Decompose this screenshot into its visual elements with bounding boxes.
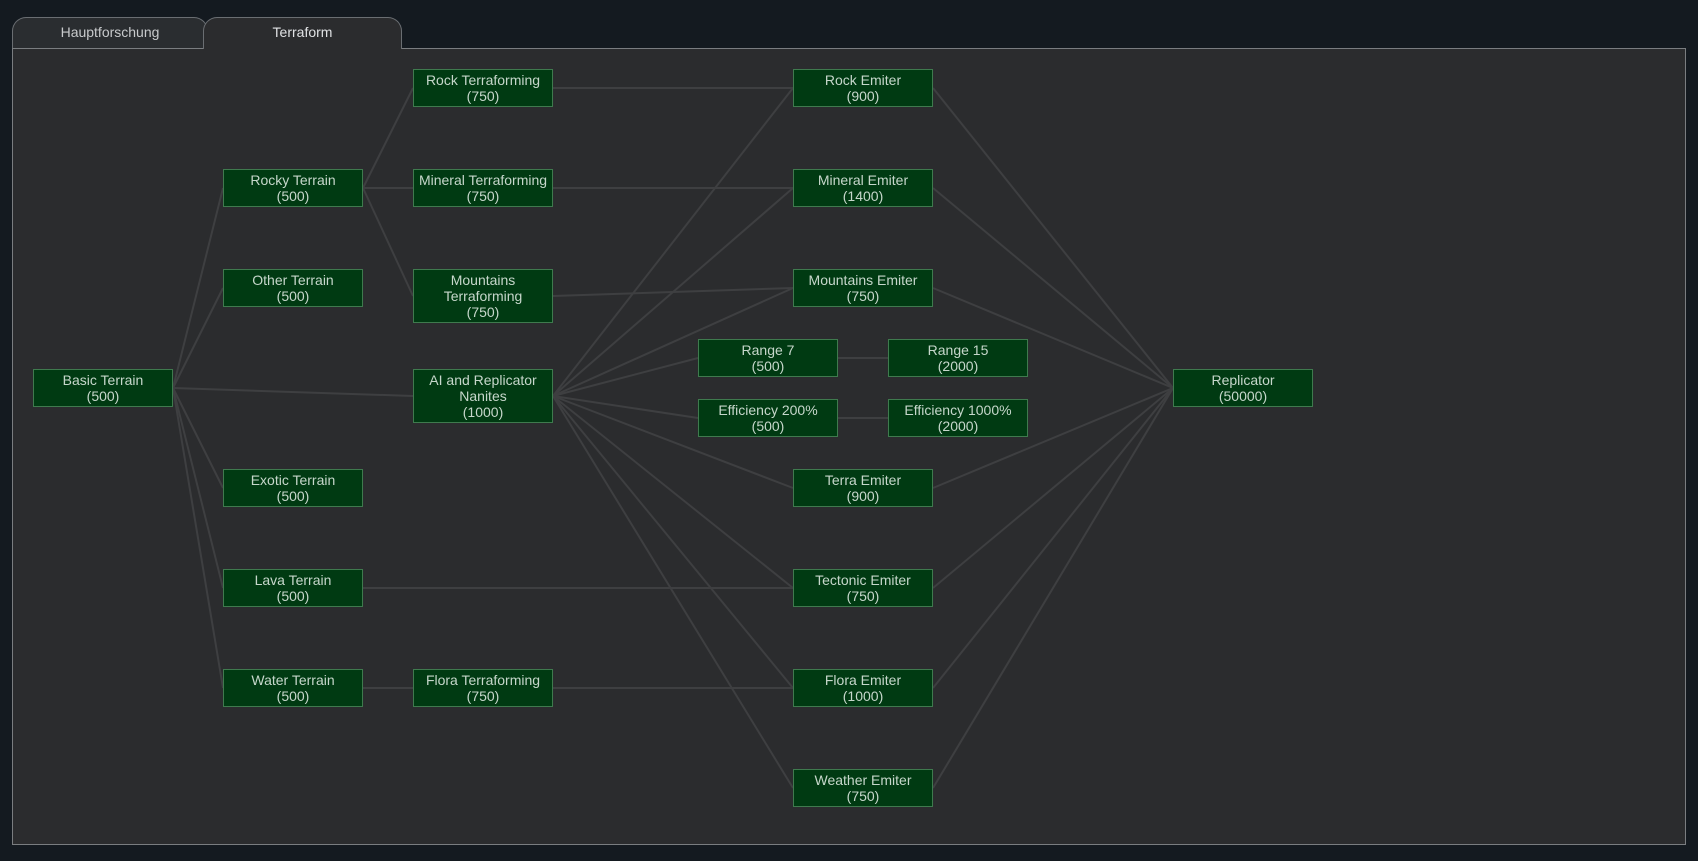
tech-node-exotic-terrain[interactable]: Exotic Terrain (500)	[223, 469, 363, 507]
tech-label: Range 15	[927, 342, 989, 358]
tech-cost: (900)	[846, 88, 880, 104]
tech-label: Lava Terrain	[254, 572, 332, 588]
tech-cost: (1400)	[842, 188, 884, 204]
tech-cost: (750)	[466, 688, 500, 704]
connection-ai-mountainsem	[552, 287, 794, 397]
tech-label: Range 7	[741, 342, 795, 358]
tech-label: Flora Emiter	[824, 672, 902, 688]
tech-cost: (500)	[276, 188, 310, 204]
connection-ai-range7	[552, 357, 699, 397]
tech-label: Rocky Terrain	[250, 172, 336, 188]
tech-cost: (750)	[466, 88, 500, 104]
tech-node-flora-emiter[interactable]: Flora Emiter (1000)	[793, 669, 933, 707]
tech-node-efficiency-1000[interactable]: Efficiency 1000% (2000)	[888, 399, 1028, 437]
connection-basic-water	[172, 387, 224, 689]
tech-label: Replicator	[1211, 372, 1275, 388]
tech-node-ai-replicator-nanites[interactable]: AI and Replicator Nanites (1000)	[413, 369, 553, 423]
tech-node-flora-terraforming[interactable]: Flora Terraforming (750)	[413, 669, 553, 707]
tech-label: Basic Terrain	[62, 372, 144, 388]
tech-node-mountains-emiter[interactable]: Mountains Emiter (750)	[793, 269, 933, 307]
tech-cost: (500)	[86, 388, 120, 404]
tech-label: Other Terrain	[252, 272, 334, 288]
connection-rockem-replicator	[932, 87, 1174, 389]
connection-ai-weatherem	[552, 395, 794, 789]
tech-tree-connections	[172, 87, 1174, 789]
connection-tectonicem-replicator	[932, 387, 1174, 589]
tech-label: Mountains Terraforming	[443, 272, 523, 304]
tech-node-other-terrain[interactable]: Other Terrain (500)	[223, 269, 363, 307]
tech-label: Tectonic Emiter	[815, 572, 911, 588]
tech-cost: (1000)	[462, 404, 504, 420]
tech-node-water-terrain[interactable]: Water Terrain (500)	[223, 669, 363, 707]
tech-node-mineral-terraforming[interactable]: Mineral Terraforming (750)	[413, 169, 553, 207]
tech-cost: (2000)	[937, 358, 979, 374]
tech-node-basic-terrain[interactable]: Basic Terrain (500)	[33, 369, 173, 407]
connection-basic-ai	[172, 387, 414, 397]
connection-rocky-rockterra	[362, 87, 414, 189]
tech-node-rock-terraforming[interactable]: Rock Terraforming (750)	[413, 69, 553, 107]
tech-cost: (750)	[466, 188, 500, 204]
tech-label: Terra Emiter	[824, 472, 902, 488]
tech-node-range-15[interactable]: Range 15 (2000)	[888, 339, 1028, 377]
tech-label: Mineral Emiter	[817, 172, 909, 188]
connection-ai-rockem	[552, 87, 794, 397]
connection-terraem-replicator	[932, 387, 1174, 489]
tech-node-range-7[interactable]: Range 7 (500)	[698, 339, 838, 377]
tech-label: Efficiency 1000%	[904, 402, 1012, 418]
tech-label: Efficiency 200%	[718, 402, 818, 418]
connection-weatherem-replicator	[932, 387, 1174, 789]
tech-node-terra-emiter[interactable]: Terra Emiter (900)	[793, 469, 933, 507]
tech-node-replicator[interactable]: Replicator (50000)	[1173, 369, 1313, 407]
connection-mineralem-replicator	[932, 187, 1174, 389]
connection-rocky-mountainsterra	[362, 187, 414, 297]
connection-ai-terraem	[552, 395, 794, 489]
tech-cost: (1000)	[842, 688, 884, 704]
tech-cost: (500)	[276, 488, 310, 504]
connection-basic-other	[172, 287, 224, 389]
tech-cost: (750)	[846, 288, 880, 304]
tech-node-mountains-terraforming[interactable]: Mountains Terraforming (750)	[413, 269, 553, 323]
tech-cost: (500)	[276, 688, 310, 704]
tech-label: Flora Terraforming	[425, 672, 541, 688]
tech-cost: (750)	[466, 304, 500, 320]
tech-node-weather-emiter[interactable]: Weather Emiter (750)	[793, 769, 933, 807]
tech-label: Water Terrain	[251, 672, 335, 688]
tech-label: AI and Replicator Nanites	[429, 372, 537, 404]
tech-node-rock-emiter[interactable]: Rock Emiter (900)	[793, 69, 933, 107]
tech-label: Exotic Terrain	[250, 472, 336, 488]
tech-cost: (500)	[276, 288, 310, 304]
connection-mountainsem-replicator	[932, 287, 1174, 389]
tech-node-rocky-terrain[interactable]: Rocky Terrain (500)	[223, 169, 363, 207]
tech-node-efficiency-200[interactable]: Efficiency 200% (500)	[698, 399, 838, 437]
connection-ai-floraem	[552, 395, 794, 689]
connection-basic-exotic	[172, 387, 224, 489]
tech-node-mineral-emiter[interactable]: Mineral Emiter (1400)	[793, 169, 933, 207]
tech-cost: (750)	[846, 588, 880, 604]
connection-ai-mineralem	[552, 187, 794, 397]
tech-node-tectonic-emiter[interactable]: Tectonic Emiter (750)	[793, 569, 933, 607]
tech-cost: (500)	[751, 358, 785, 374]
tech-cost: (500)	[276, 588, 310, 604]
tech-cost: (2000)	[937, 418, 979, 434]
connection-ai-tectonicem	[552, 395, 794, 589]
tech-label: Rock Terraforming	[425, 72, 541, 88]
connection-basic-lava	[172, 387, 224, 589]
tech-label: Mountains Emiter	[808, 272, 918, 288]
tech-cost: (500)	[751, 418, 785, 434]
tech-cost: (900)	[846, 488, 880, 504]
tech-label: Rock Emiter	[824, 72, 902, 88]
tab-terraform[interactable]: Terraform	[203, 17, 402, 49]
tech-cost: (750)	[846, 788, 880, 804]
tech-tree-panel: Basic Terrain (500) Rocky Terrain (500) …	[12, 48, 1686, 845]
connection-ai-eff200	[552, 395, 699, 419]
tab-hauptforschung[interactable]: Hauptforschung	[12, 17, 208, 48]
tech-label: Mineral Terraforming	[418, 172, 548, 188]
tech-node-lava-terrain[interactable]: Lava Terrain (500)	[223, 569, 363, 607]
tech-label: Weather Emiter	[814, 772, 912, 788]
connection-basic-rocky	[172, 187, 224, 389]
connection-floraem-replicator	[932, 387, 1174, 689]
tech-cost: (50000)	[1218, 388, 1268, 404]
